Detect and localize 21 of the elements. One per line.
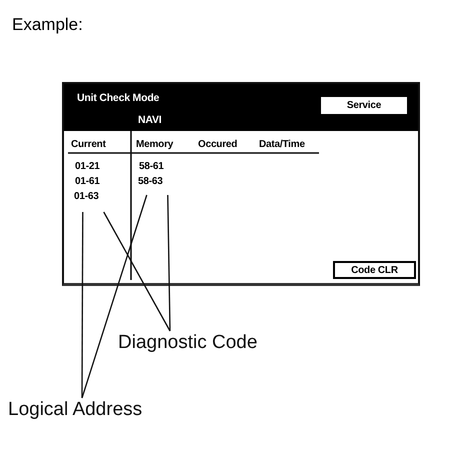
column-header: Data/Time	[259, 138, 305, 151]
code-text: 01-61	[75, 175, 100, 188]
callout-text: Logical Address	[8, 398, 180, 422]
leader-line	[81, 212, 84, 398]
code-text: 58-63	[138, 175, 173, 188]
screen-subtitle: NAVI	[138, 114, 162, 126]
screen-title: Unit Check Mode	[77, 92, 160, 104]
service-button: Service	[320, 96, 408, 115]
leader-line	[167, 194, 171, 332]
callout-text: Diagnostic Code	[118, 331, 294, 355]
leader-line	[81, 194, 148, 398]
column-header: Occured	[198, 138, 238, 151]
leader-line	[103, 212, 171, 332]
code-text: 01-21	[75, 160, 100, 173]
example-heading: Example:	[12, 15, 83, 35]
code-clear-button: Code CLR	[333, 261, 416, 279]
column-header: Memory	[136, 138, 174, 151]
code-text: 58-61	[139, 160, 164, 173]
screen-panel	[62, 82, 420, 286]
column-header: Current	[71, 138, 106, 151]
code-text: 01-63	[74, 190, 109, 203]
